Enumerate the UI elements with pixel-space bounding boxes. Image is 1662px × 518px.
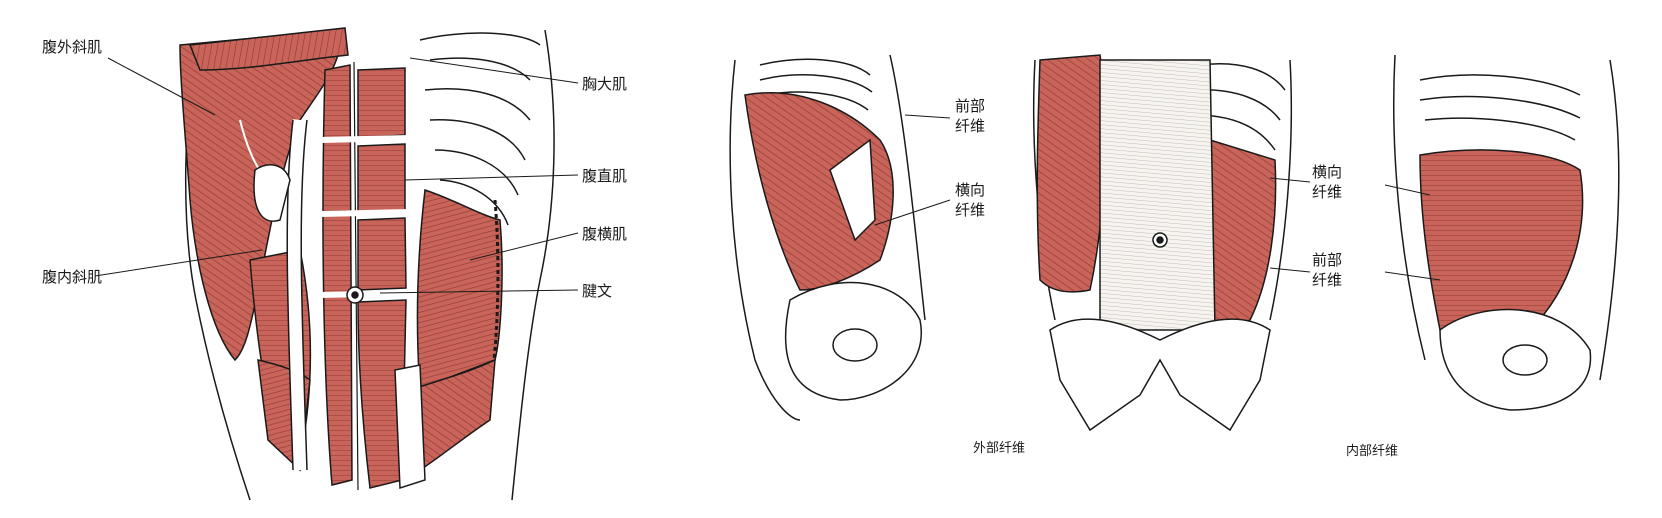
label-line2: 纤维 [1312, 183, 1343, 201]
label-line1: 前部 [955, 97, 986, 115]
label-transverse-fibers-ext: 横向 纤维 [955, 180, 985, 220]
figure2-torso [729, 54, 926, 421]
figure3-leader-lines [1269, 177, 1311, 273]
label-pectoralis-major: 胸大肌 [582, 75, 628, 93]
label-internal-oblique: 腹内斜肌 [42, 268, 103, 286]
label-line2: 纤维 [1312, 271, 1343, 289]
figure2-leader-lines [874, 114, 951, 226]
caption-internal-fibers: 内部纤维 [1346, 444, 1399, 459]
caption-external-fibers: 外部纤维 [973, 441, 1026, 456]
label-line1: 横向 [955, 181, 986, 199]
figure3-torso [1032, 54, 1293, 432]
label-tendinous-inscription: 腱文 [582, 282, 613, 300]
label-line1: 横向 [1312, 163, 1343, 181]
label-transversus-abdominis: 腹横肌 [582, 225, 628, 243]
label-line1: 前部 [1312, 251, 1343, 269]
label-anterior-fibers-ext: 前部 纤维 [955, 96, 985, 136]
figure4-torso [1393, 54, 1620, 411]
label-rectus-abdominis: 腹直肌 [582, 167, 628, 185]
label-transverse-fibers-int: 横向 纤维 [1312, 162, 1342, 202]
figure1-leader-lines [94, 57, 579, 294]
figure4-leader-lines [1384, 184, 1441, 281]
label-external-oblique: 腹外斜肌 [42, 38, 103, 56]
label-anterior-fibers-int: 前部 纤维 [1312, 250, 1342, 290]
label-line2: 纤维 [955, 117, 986, 135]
label-line2: 纤维 [955, 201, 986, 219]
figure1-torso [179, 27, 555, 501]
